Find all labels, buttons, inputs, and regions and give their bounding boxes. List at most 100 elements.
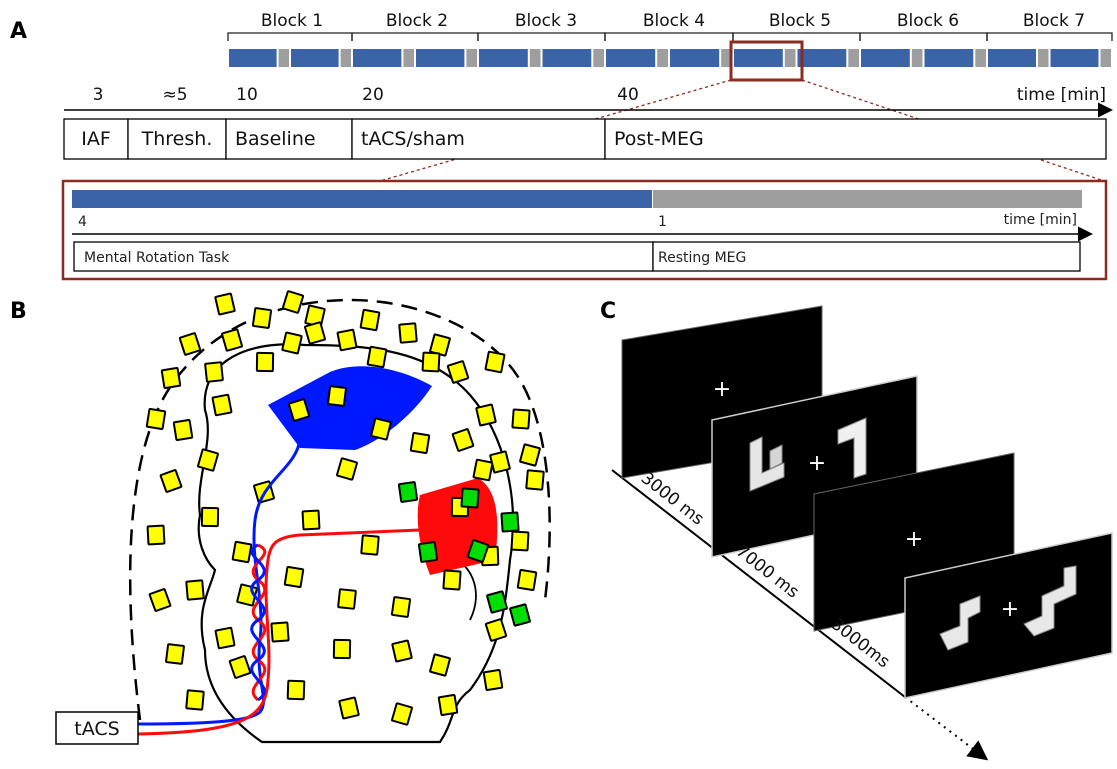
meg-sensor [472,458,494,482]
meg-helmet-outline [128,298,551,721]
block-label: Block 2 [386,11,448,31]
meg-sensor [484,618,508,642]
meg-sensor [516,569,538,591]
meg-sensor [301,509,321,531]
rest-segment [278,49,289,67]
meg-sensor [475,403,497,427]
duration-label: 3000 ms [637,468,708,529]
panel-label-c: C [600,299,616,324]
rest-segment [340,49,351,67]
meg-sensor [337,588,357,610]
block-segment-bar [229,49,1111,67]
meg-sensor [484,350,506,374]
block-label: Block 4 [643,11,705,31]
meg-sensor [281,331,303,355]
svg-text:+: + [713,377,731,402]
task-segment [606,49,656,67]
task-segment [734,49,783,67]
meg-sensor [370,417,392,441]
meg-sensor [197,448,219,472]
phase-tacs-sham: tACS/sham [361,128,465,150]
task-segment [353,49,402,67]
tacs-device-box [55,711,139,745]
meg-sensor [525,469,545,491]
rest-segment [1100,49,1111,67]
rest-segment [593,49,604,67]
meg-sensor [391,639,413,663]
block-label: Block 3 [515,11,577,31]
rest-segment [466,49,477,67]
tick-label: 20 [362,85,384,105]
zoom-task-segment [72,190,652,208]
meg-sensor [231,540,253,564]
rest-segment [848,49,859,67]
task-segment [988,49,1036,67]
meg-sensor [519,443,541,467]
meg-sensor [366,345,388,369]
meg-sensor [409,432,431,454]
rest-segment [403,49,414,67]
meg-sensor [489,450,511,474]
meg-sensor [148,588,172,612]
tick-label: 10 [236,85,258,105]
meg-sensor [359,308,381,332]
phase-iaf: IAF [81,128,111,150]
meg-sensor [451,428,475,452]
meg-sensor [185,689,205,711]
task-segment [670,49,720,67]
zoom-inset-frame [61,179,1108,281]
meg-sensor [165,643,185,665]
meg-sensor [145,408,167,430]
task-segment [291,49,339,67]
meg-sensor [160,367,182,389]
meg-sensor [255,351,275,373]
zoom-phase-rest: Resting MEG [658,250,746,266]
rest-segment [975,49,986,67]
tacs-device-label: tACS [74,718,119,740]
meg-sensor [270,621,290,643]
tick-label: 3 [93,85,104,105]
meg-sensor [446,360,470,384]
block-label: Block 6 [897,11,959,31]
meg-sensor [421,351,441,373]
rest-segment [911,49,923,67]
screen-stimulus-2: + [904,532,1113,699]
meg-sensor [332,638,352,660]
meg-sensor [204,361,224,383]
block-label: Block 7 [1023,11,1085,31]
meg-sensor [336,457,358,481]
zoom-rest-segment [653,190,1082,208]
meg-sensor-highlighted [466,539,490,563]
rest-segment [657,49,668,67]
rest-segment [784,49,796,67]
meg-sensor [437,694,459,716]
svg-text:+: + [905,527,923,552]
meg-sensor [391,702,413,726]
meg-sensor [283,566,305,588]
meg-sensor [200,506,220,528]
meg-sensor [511,408,531,430]
meg-sensor [336,328,358,352]
meg-sensor-highlighted [500,511,520,533]
panel-label-b: B [10,299,27,324]
cable-red [137,528,421,736]
zoom-phase-task: Mental Rotation Task [84,250,230,266]
meg-sensor [221,328,243,352]
meg-sensor [159,469,183,493]
meg-sensor-highlighted [397,481,419,503]
meg-sensor-highlighted [509,603,531,627]
meg-sensor [228,655,252,679]
task-segment [416,49,465,67]
meg-sensor [214,626,236,650]
block-labels: Block 1 Block 2 Block 3 Block 4 Block 5 … [261,11,1085,31]
phase-threshold: Thresh. [141,128,213,150]
meg-sensor [172,419,194,441]
trial-time-axis-continuation [904,696,989,761]
tick-label: ≈5 [162,85,187,105]
zoom-tick-label: 4 [78,214,87,230]
phase-post-meg: Post-MEG [614,128,704,150]
meg-sensor [281,290,305,314]
tick-label: 40 [617,85,639,105]
zoom-selection-frame [729,40,804,82]
